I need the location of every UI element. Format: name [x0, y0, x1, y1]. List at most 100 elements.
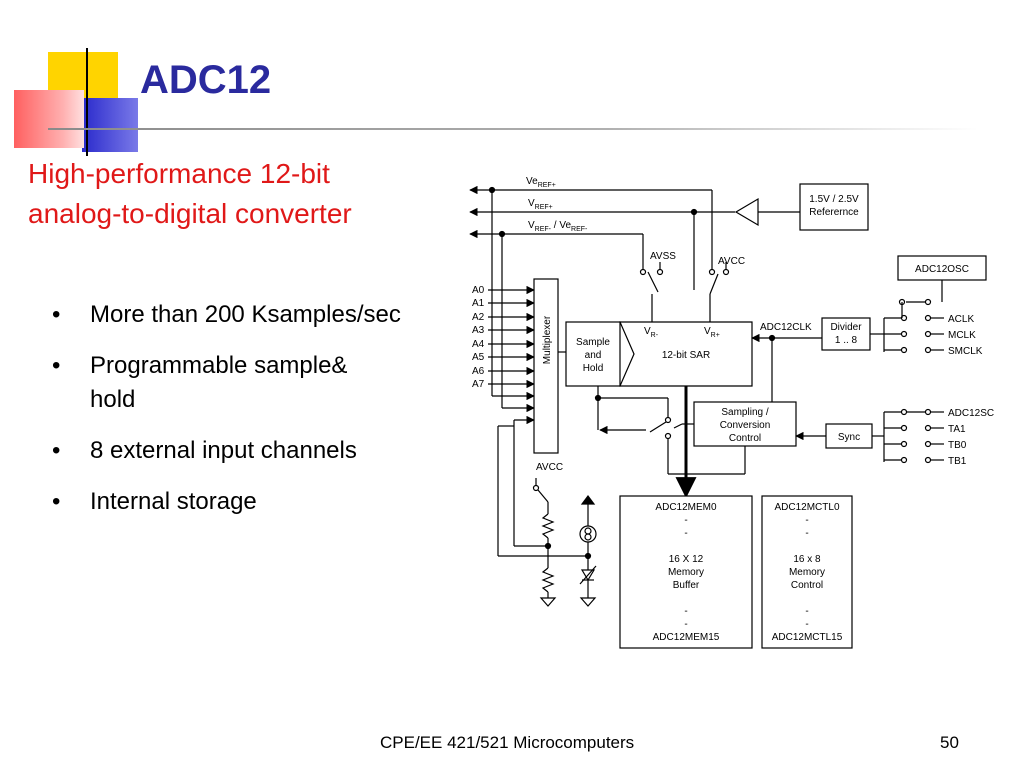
switch-contact [664, 416, 672, 424]
bullet-item: •8 external input channels [50, 434, 460, 468]
bullet-dot-icon: • [52, 437, 61, 464]
sampling-label-2: Conversion [720, 420, 771, 431]
slide-footer: CPE/EE 421/521 Microcomputers [380, 733, 635, 752]
switch-contact [532, 484, 540, 492]
reference-buffer-icon [734, 197, 759, 227]
avss-label: AVSS [650, 251, 676, 262]
trigger-selector [884, 408, 944, 464]
adc12clk-label: ADC12CLK [760, 322, 812, 333]
switch-contact [708, 268, 716, 276]
slide-title: ADC12 [140, 58, 272, 102]
clock-source-smclk: SMCLK [948, 346, 983, 357]
switch-contact [656, 268, 664, 276]
switch-contact [924, 456, 932, 464]
sampling-label-1: Sampling / [721, 407, 768, 418]
sample-hold-label-2: and [585, 350, 602, 361]
bullet-item: •More than 200 Ksamples/sec [50, 298, 460, 332]
reference-label-2: Referernce [809, 207, 859, 218]
subtitle-line-2: analog-to-digital converter [28, 198, 352, 229]
subtitle-line-1: High-performance 12-bit [28, 158, 330, 189]
deco-vertical-line [86, 48, 88, 156]
switch-contact [924, 346, 932, 354]
memory-buffer-box [619, 495, 753, 649]
bullet-dot-icon: • [52, 488, 61, 515]
switch-contact [900, 456, 908, 464]
clock-source-mclk: MCLK [948, 330, 976, 341]
switch-contact [924, 440, 932, 448]
avcc-lower-label: AVCC [536, 462, 563, 473]
switch-contact [639, 268, 647, 276]
mem-control-dash: - [805, 515, 808, 526]
bullet-text: More than 200 Ksamples/sec [90, 301, 401, 328]
multiplexer-label: Multiplexer [542, 315, 553, 364]
mem-control-dash: - [805, 528, 808, 539]
divider-label-1: Divider [830, 322, 862, 333]
switch-contact [664, 432, 672, 440]
reference-box [799, 183, 869, 231]
divider-label-2: 1 .. 8 [835, 335, 858, 346]
deco-red-square [14, 90, 84, 148]
switch-contact [722, 268, 730, 276]
resistor-icon [541, 513, 555, 539]
input-label-a1: A1 [472, 298, 485, 309]
bullet-text: Internal storage [90, 488, 257, 515]
mem-buffer-dash: - [684, 619, 687, 630]
ground-icon [579, 597, 597, 607]
mem-control-top: ADC12MCTL0 [774, 502, 839, 513]
bullet-list: •More than 200 Ksamples/sec •Programmabl… [50, 298, 460, 536]
input-label-a5: A5 [472, 352, 485, 363]
sample-hold-label-3: Hold [583, 363, 604, 374]
trigger-tb0: TB0 [948, 440, 967, 451]
input-label-a2: A2 [472, 312, 485, 323]
avcc-label: AVCC [718, 256, 745, 267]
switch-contact [900, 408, 908, 416]
memory-control-box [761, 495, 853, 649]
mem-control-dash: - [805, 606, 808, 617]
sampling-to-sh [673, 423, 683, 429]
mem-control-bottom: ADC12MCTL15 [772, 632, 843, 643]
clock-selector [884, 298, 944, 354]
supply-arrow-icon [580, 495, 596, 505]
analog-input-group: A0 A1 A2 A3 A4 A5 A6 A7 [472, 285, 535, 390]
reference-label-1: 1.5V / 2.5V [809, 194, 859, 205]
title-underline [48, 128, 978, 130]
vr-plus-label: VR+ [704, 326, 720, 339]
mem-buffer-dash: - [684, 606, 687, 617]
mem-control-dash: - [805, 619, 808, 630]
sample-hold-box [565, 321, 621, 387]
bullet-item: • Programmable sample&hold [50, 349, 460, 417]
adc12osc-box [897, 255, 987, 281]
bullet-text: Programmable sample& [90, 352, 348, 379]
trigger-ta1: TA1 [948, 424, 966, 435]
avss-switch [647, 271, 659, 293]
bullet-dot-icon: • [52, 352, 61, 379]
sampling-label-3: Control [729, 433, 761, 444]
trigger-adc12sc: ADC12SC [948, 408, 994, 419]
mem-buffer-bottom: ADC12MEM15 [653, 632, 720, 643]
bullet-text-continuation: hold [90, 386, 136, 413]
mem-control-label-1: 16 x 8 [793, 554, 821, 565]
switch-contact [924, 330, 932, 338]
clock-source-aclk: ACLK [948, 314, 974, 325]
vr-minus-label: VR- [644, 326, 659, 339]
switch-contact [900, 440, 908, 448]
switch-contact [924, 298, 932, 306]
sample-hold-label-1: Sample [576, 337, 610, 348]
mem-buffer-top: ADC12MEM0 [655, 502, 717, 513]
input-label-a6: A6 [472, 366, 485, 377]
mem-buffer-label-1: 16 X 12 [669, 554, 704, 565]
veref-plus-label: VeREF+ [526, 176, 556, 189]
switch-contact [900, 346, 908, 354]
deco-blue-square [82, 98, 138, 152]
sh-switch [649, 421, 667, 433]
resistor-icon [541, 567, 555, 593]
mem-buffer-label-2: Memory [668, 567, 704, 578]
sync-box [825, 423, 873, 449]
sar-label: 12-bit SAR [662, 350, 710, 361]
multiplexer-box [533, 278, 559, 454]
ground-icon [539, 597, 557, 607]
mem-control-label-2: Memory [789, 567, 825, 578]
input-label-a0: A0 [472, 285, 485, 296]
input-label-a3: A3 [472, 325, 485, 336]
